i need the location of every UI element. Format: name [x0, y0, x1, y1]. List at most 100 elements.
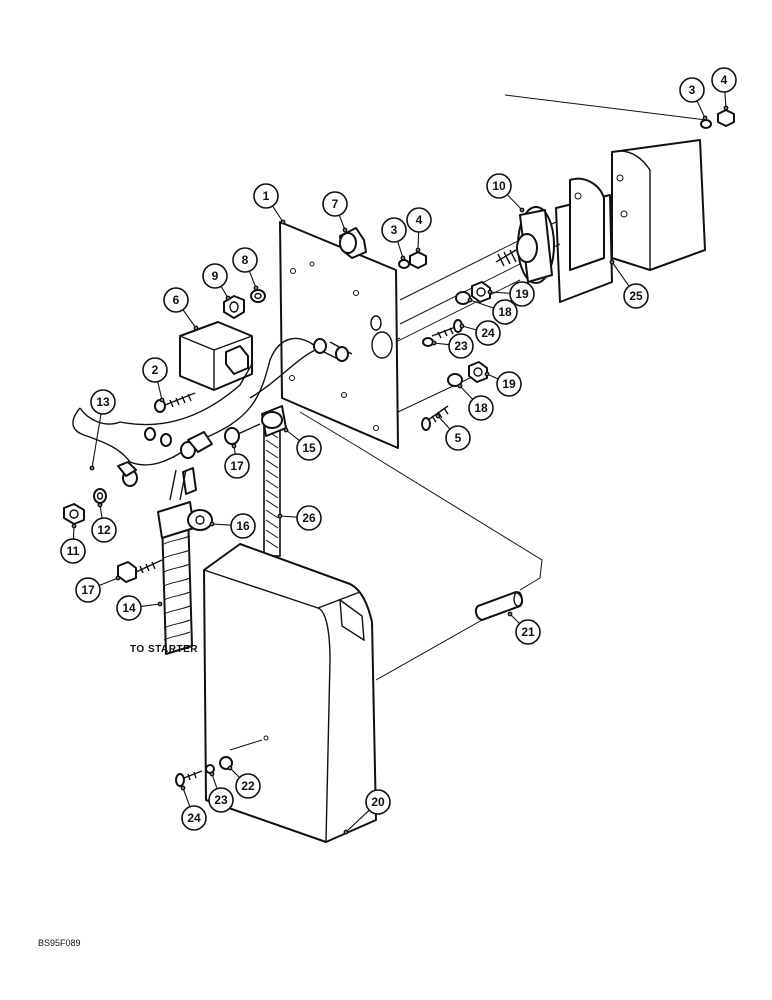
cover-assembly-lines: [229, 411, 543, 751]
callout-c3b: 3: [679, 77, 708, 121]
callout-arrow-tip: [343, 829, 349, 835]
spacer-7: [339, 227, 367, 259]
wire-harness-13: [72, 337, 321, 495]
callout-circle: [232, 247, 258, 273]
callout-c15: 15: [283, 427, 322, 461]
callout-number: 19: [515, 287, 529, 301]
callout-arrow-tip: [459, 323, 465, 329]
callout-c2: 2: [142, 357, 168, 403]
callout-leader: [272, 205, 284, 223]
callout-arrow-tip: [253, 285, 259, 291]
starter-cable-14: [157, 469, 213, 655]
callout-arrow-tip: [157, 601, 163, 607]
callout-c17b: 17: [75, 575, 121, 603]
bolt-17-lower: [117, 559, 163, 583]
callout-arrow-tip: [180, 785, 186, 791]
figure-code: BS95F089: [38, 938, 81, 948]
callout-circle: [322, 191, 348, 217]
callout-c20: 20: [343, 789, 391, 835]
callout-leader: [345, 809, 370, 833]
callout-arrow-tip: [89, 465, 95, 471]
callout-number: 22: [241, 779, 255, 793]
callout-c1: 1: [253, 183, 286, 225]
callout-circle: [235, 773, 261, 799]
callout-number: 2: [152, 363, 159, 377]
callout-number: 3: [391, 223, 398, 237]
callout-circle: [509, 281, 535, 307]
callout-c10: 10: [486, 173, 525, 213]
callout-number: 6: [173, 293, 180, 307]
callout-leader: [338, 215, 346, 231]
callout-leader: [724, 91, 727, 109]
callout-circle: [142, 357, 168, 383]
callout-c4b: 4: [711, 67, 737, 111]
callout-arrow-tip: [209, 771, 215, 777]
callout-arrow-tip: [467, 297, 473, 303]
callout-number: 3: [689, 83, 696, 97]
standoff-21: [474, 591, 524, 621]
callout-c4a: 4: [406, 207, 432, 253]
callout-arrow-tip: [225, 295, 231, 301]
callout-arrow-tip: [97, 502, 103, 508]
bracket-25: [555, 139, 706, 303]
callout-leader: [211, 773, 218, 789]
callout-circle: [296, 435, 322, 461]
callout-circle: [181, 805, 207, 831]
callout-arrow-tip: [342, 227, 348, 233]
callout-circle: [202, 263, 228, 289]
callout-circle: [445, 425, 471, 451]
callout-leader: [437, 415, 451, 430]
callout-c18b: 18: [457, 383, 494, 421]
callout-number: 13: [96, 395, 110, 409]
callout-arrow-tip: [400, 255, 406, 261]
callout-circle: [253, 183, 279, 209]
callout-c24b: 24: [180, 785, 207, 831]
callout-c7: 7: [322, 191, 348, 233]
callout-leader: [461, 325, 477, 331]
callout-c24a: 24: [459, 320, 501, 346]
callout-c8: 8: [232, 247, 259, 291]
callout-number: 8: [242, 253, 249, 267]
callout-number: 17: [81, 583, 95, 597]
callout-leader: [417, 231, 420, 251]
callout-circle: [116, 595, 142, 621]
callout-c9: 9: [202, 263, 231, 301]
callout-leader: [140, 603, 161, 608]
battery-cable-26: [261, 338, 353, 557]
callout-leader: [98, 577, 119, 587]
callout-c25: 25: [609, 259, 649, 309]
callout-leader: [211, 523, 232, 526]
callout-c6: 6: [163, 287, 199, 331]
callout-leader: [91, 413, 102, 469]
callout-leader: [157, 381, 163, 401]
callout-arrow-tip: [227, 765, 233, 771]
callout-c22: 22: [227, 765, 261, 799]
callout-c3a: 3: [381, 217, 407, 261]
callout-c13: 13: [89, 389, 116, 471]
callout-circle: [208, 787, 234, 813]
callout-arrow-tip: [519, 207, 525, 213]
callout-c18a: 18: [467, 297, 518, 325]
callout-arrow-tip: [115, 575, 121, 581]
callout-c23b: 23: [208, 771, 234, 813]
callout-number: 7: [332, 197, 339, 211]
callout-c19a: 19: [487, 281, 535, 307]
callout-circle: [468, 395, 494, 421]
callout-circle: [448, 333, 474, 359]
hardware-cluster-upper: [223, 109, 735, 319]
callout-circle: [679, 77, 705, 103]
callout-circle: [475, 320, 501, 346]
callout-number: 15: [302, 441, 316, 455]
callout-number: 21: [521, 625, 535, 639]
callout-number: 23: [454, 339, 468, 353]
callout-circle: [91, 517, 117, 543]
connector-plug: [187, 423, 261, 453]
callout-circle: [623, 283, 649, 309]
callout-leader: [459, 385, 474, 400]
callout-number: 19: [502, 377, 516, 391]
callout-arrow-tip: [609, 259, 615, 265]
hardware-cluster-lower: [421, 319, 488, 431]
callout-arrow-tip: [283, 427, 289, 433]
callout-leader: [696, 100, 706, 119]
callout-leader: [248, 270, 257, 289]
